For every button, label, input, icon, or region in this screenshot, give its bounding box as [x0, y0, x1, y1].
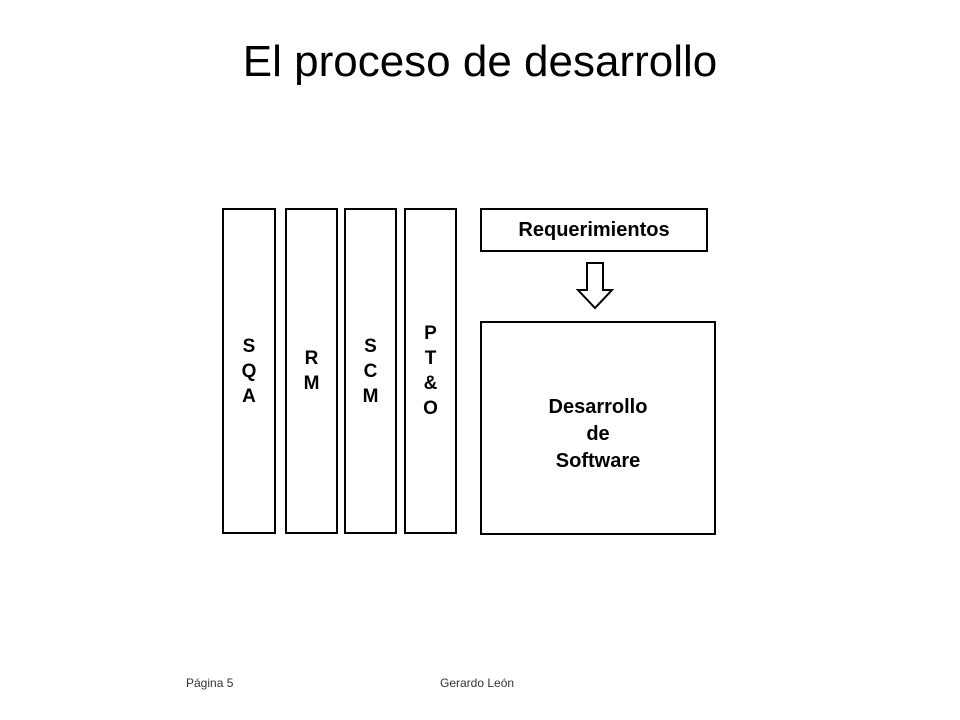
column-scm: S C M	[344, 208, 397, 534]
column-pto-label: P T & O	[423, 323, 438, 419]
down-arrow-icon	[575, 262, 615, 310]
column-sqa: S Q A	[222, 208, 276, 534]
column-scm-label: S C M	[362, 335, 379, 407]
slide-title: El proceso de desarrollo	[242, 37, 718, 86]
column-pto: P T & O	[404, 208, 457, 534]
requirements-label: Requerimientos	[518, 218, 670, 241]
column-rm: R M	[285, 208, 338, 534]
page-number: Página 5	[186, 676, 234, 690]
column-sqa-label: S Q A	[241, 335, 257, 407]
software-development-box: Desarrollo de Software	[480, 321, 716, 535]
requirements-box: Requerimientos	[480, 208, 708, 252]
author-name: Gerardo León	[440, 676, 515, 690]
column-rm-label: R M	[303, 348, 320, 394]
software-development-label: Desarrollo de Software	[548, 395, 648, 472]
